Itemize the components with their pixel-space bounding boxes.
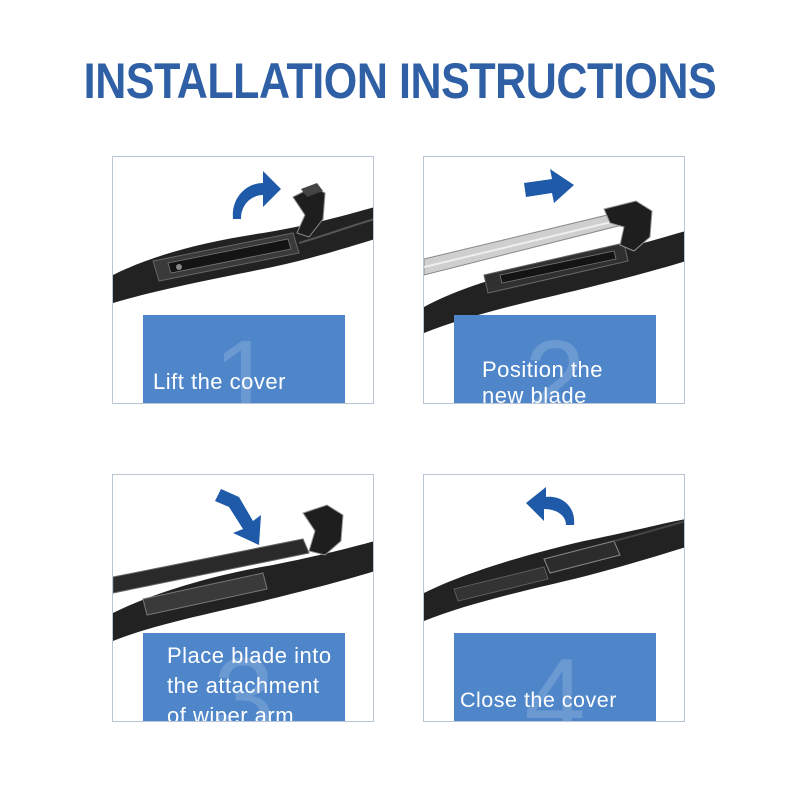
wiper-blade-photo-2: [424, 169, 684, 333]
step-4-panel: 4 Close the cover »: [454, 633, 656, 722]
step-3-card: 3 Place blade into the attachment of wip…: [112, 474, 374, 722]
step-4-label: Close the cover: [460, 688, 617, 712]
wiper-blade-photo-1: [113, 171, 373, 303]
step-4-number: 4: [524, 636, 586, 722]
arrow-icon: [526, 487, 575, 525]
step-2-label: Position the new blade: [482, 357, 603, 404]
step-3-number: 3: [213, 636, 275, 722]
step-2-panel: 2 Position the new blade »: [454, 315, 656, 404]
arrow-icon: [232, 171, 281, 219]
arrow-icon: [215, 489, 261, 545]
step-1-panel: 1 Lift the cover »: [143, 315, 345, 404]
step-3-panel: 3 Place blade into the attachment of wip…: [143, 633, 345, 722]
step-2-card: 2 Position the new blade »: [423, 156, 685, 404]
step-1-number: 1: [213, 318, 275, 404]
step-3-label: Place blade into the attachment of wiper…: [167, 643, 332, 722]
arrow-icon: [524, 169, 574, 203]
step-4-card: 4 Close the cover »: [423, 474, 685, 722]
wiper-blade-photo-4: [424, 487, 684, 621]
step-1-card: 1 Lift the cover »: [112, 156, 374, 404]
step-1-label: Lift the cover: [153, 369, 286, 394]
step-2-number: 2: [524, 318, 586, 404]
wiper-blade-photo-3: [113, 489, 373, 641]
page-title: INSTALLATION INSTRUCTIONS: [83, 53, 717, 109]
